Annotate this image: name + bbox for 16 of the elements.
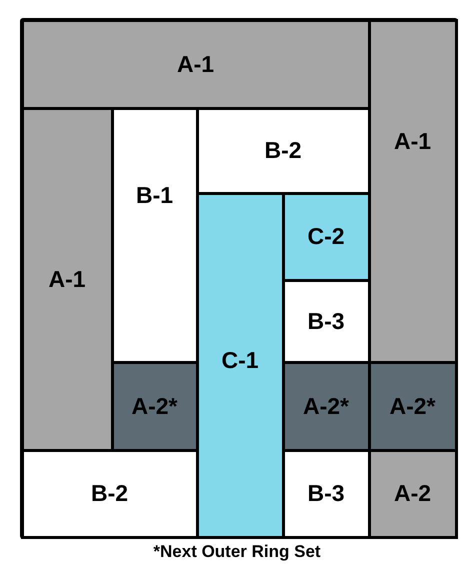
quilt-block (20, 18, 370, 110)
caption: *Next Outer Ring Set (153, 543, 321, 560)
block-label: A-2* (131, 394, 178, 418)
block-label: B-1 (136, 184, 174, 206)
block-label: B-2 (90, 482, 128, 505)
block-label: B-3 (307, 482, 345, 505)
block-label: A-2* (389, 394, 436, 418)
block-label: A-1 (394, 130, 432, 152)
block-label: A-1 (48, 268, 86, 290)
block-label: C-2 (307, 225, 345, 248)
block-label: A-1 (176, 52, 214, 76)
block-label: A-2 (394, 482, 432, 505)
block-label: B-2 (264, 139, 302, 162)
block-label: B-3 (307, 310, 345, 332)
block-label: A-2* (302, 394, 349, 418)
block-label: C-1 (221, 348, 259, 372)
